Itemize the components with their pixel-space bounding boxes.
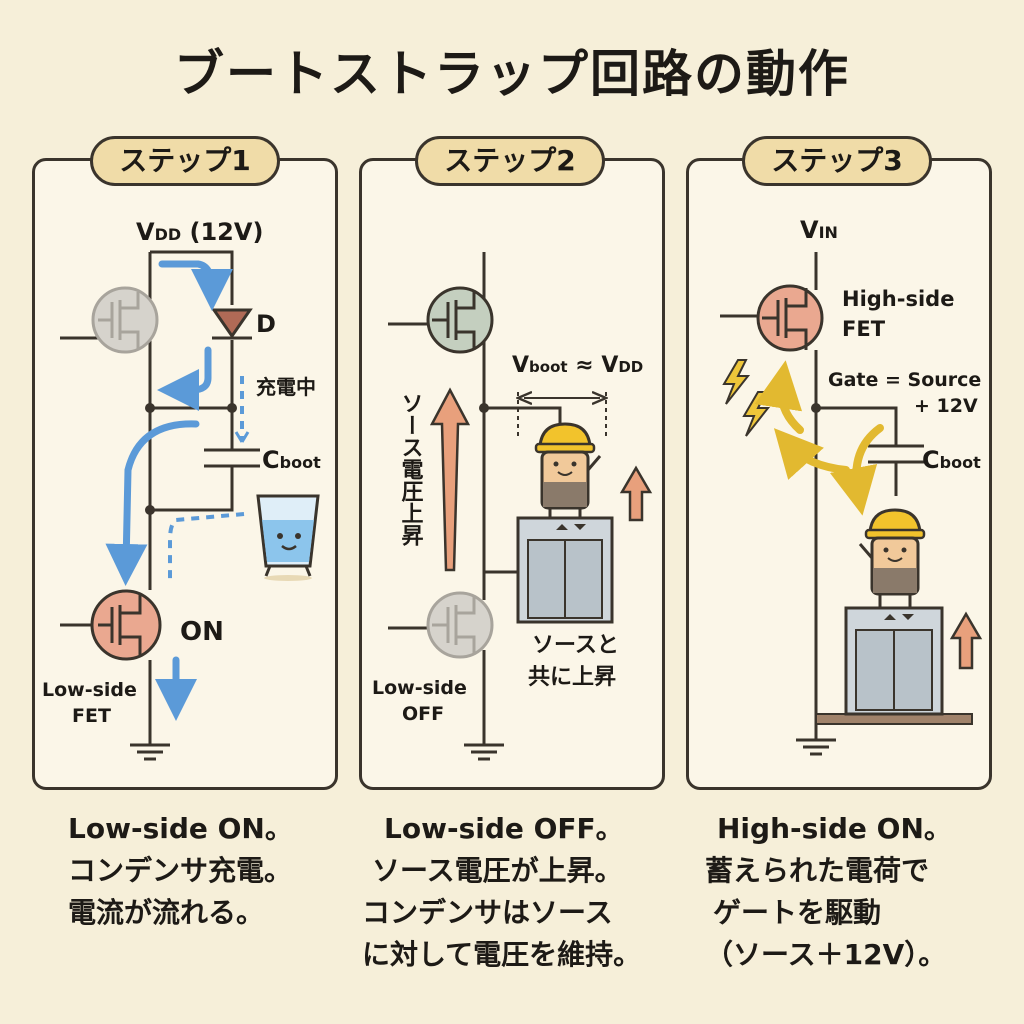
step-1-tab: ステップ1: [90, 136, 280, 186]
step-1-diode-label: D: [256, 310, 276, 338]
step-3-ground-icon: [796, 738, 836, 756]
step-3-charge-arrows: [754, 360, 884, 516]
step-1-caption-line: Low-side ON。: [68, 812, 293, 845]
step-1-diode-icon: [211, 308, 253, 340]
step-2-high-side-fet-icon: [426, 286, 494, 354]
step-3-lightning-icon: [722, 359, 771, 437]
step-2-panel: [359, 158, 665, 790]
step-2-small-up-arrow-icon: [619, 465, 653, 522]
step-3-caption-line: ゲートを駆動: [713, 896, 882, 929]
step-3-tab: ステップ3: [742, 136, 932, 186]
step-3-high-side-fet-icon: [756, 284, 824, 352]
step-1-charging-label: 充電中: [256, 375, 316, 399]
step-1-fet-state-label: ON: [180, 617, 224, 647]
step-1-caption-line: 電流が流れる。: [68, 896, 265, 929]
step-3-elevator-icon: [844, 606, 944, 716]
step-3-capacitor-icon: [868, 444, 924, 464]
step-2-fet-name-line-1: Low-side: [372, 677, 467, 699]
step-1-fet-name-line-2: FET: [72, 705, 111, 727]
step-1-low-side-fet-icon: [90, 589, 162, 661]
step-1-high-side-fet-ghost-icon: [91, 286, 159, 354]
step-1-capacitor-icon: [204, 448, 260, 468]
step-3-cboot-label: Cboot: [922, 446, 981, 474]
step-2-rise-with-line-1: ソースと: [532, 633, 619, 658]
step-2-ground-icon: [464, 743, 504, 761]
step-2-source-rise-arrow-icon: [429, 387, 471, 572]
step-1-vdd-label: VDD (12V): [136, 218, 263, 246]
step-3-fet-name-line-2: FET: [842, 317, 886, 341]
step-2-vboot-label: Vboot ≈ VDD: [512, 353, 643, 378]
step-3-gate-line-2: + 12V: [914, 395, 978, 417]
step-1-ground-icon: [130, 743, 170, 761]
step-1-fet-name-line-1: Low-side: [42, 679, 137, 701]
step-3-gate-line-1: Gate = Source: [828, 369, 981, 391]
step-2-source-rise-label: ソース電圧上昇: [398, 392, 424, 547]
step-3-caption: High-side ON。 蓄えられた電荷で ゲートを駆動 （ソース＋12V）。: [705, 808, 1024, 976]
step-1-caption: Low-side ON。 コンデンサ充電。 電流が流れる。: [68, 808, 398, 934]
page-title: ブートストラップ回路の動作: [174, 45, 850, 103]
step-3-fet-name-line-1: High-side: [842, 287, 954, 311]
step-3-vin-label: VIN: [800, 216, 838, 244]
step-2-caption-line: Low-side OFF。: [384, 812, 624, 845]
step-3-caption-line: High-side ON。: [717, 812, 952, 845]
step-2-rise-with-line-2: 共に上昇: [528, 665, 616, 690]
step-3-caption-line: （ソース＋12V）。: [705, 938, 947, 971]
step-2-caption-line: コンデンサはソース: [362, 896, 613, 929]
step-3-small-up-arrow-icon: [949, 611, 983, 670]
step-2-low-side-fet-icon: [426, 591, 494, 659]
step-1-cboot-label: Cboot: [262, 446, 321, 474]
step-3-caption-line: 蓄えられた電荷で: [705, 854, 930, 887]
step-2-tab: ステップ2: [415, 136, 605, 186]
step-2-elevator-icon: [516, 516, 614, 624]
step-2-fet-name-line-2: OFF: [402, 703, 444, 725]
step-2-caption-line: ソース電圧が上昇。: [372, 854, 623, 887]
step-2-worker-character-icon: [534, 422, 602, 518]
step-1-caption-line: コンデンサ充電。: [68, 854, 293, 887]
step-2-vboot-dimension: [518, 392, 606, 436]
step-1-charge-path-dashed: [168, 376, 245, 585]
step-3-worker-character-icon: [858, 508, 926, 608]
step-2-caption: Low-side OFF。 ソース電圧が上昇。 コンデンサはソース に対して電圧…: [362, 808, 692, 976]
step-3-circuit: [720, 252, 898, 740]
step-1-current-arrows: [105, 260, 233, 721]
water-glass-character-icon: [256, 494, 320, 581]
step-2-caption-line: に対して電圧を維持。: [362, 938, 642, 971]
